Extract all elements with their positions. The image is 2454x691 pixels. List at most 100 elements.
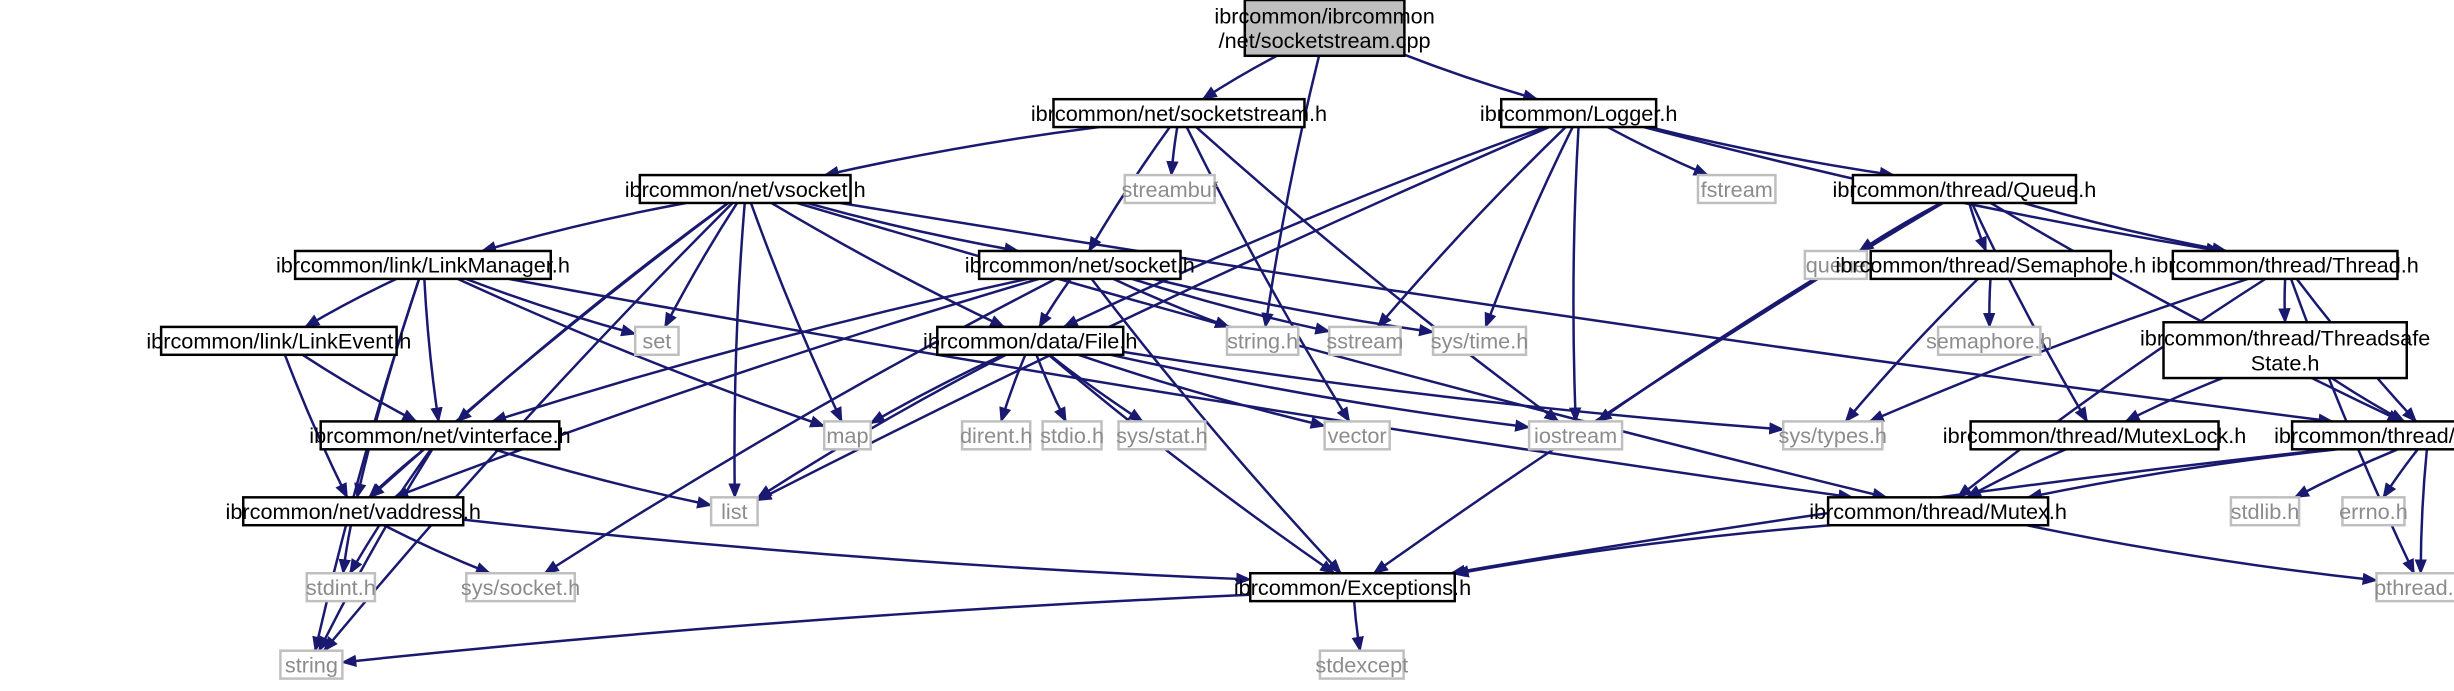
node-mutexlock-h[interactable]: ibrcommon/thread/MutexLock.h [1943,420,2247,451]
node-vinterface-h[interactable]: ibrcommon/net/vinterface.h [309,420,571,451]
node-linkevent-h[interactable]: ibrcommon/link/LinkEvent.h [146,325,411,357]
edge-exceptions_h-to-string [340,593,1251,668]
node-socket-h[interactable]: ibrcommon/net/socket.h [965,249,1195,281]
edge-vaddress_h-to-syssocket_h [383,524,492,575]
edge-linkevent_h-to-vinterface_h [301,353,418,423]
node-conditional-h[interactable]: ibrcommon/thread/Conditional.h [2274,420,2454,451]
node-label: ibrcommon/thread/Threadsafe [2140,326,2430,351]
edge-logger_h-to-file_h [1062,125,1546,329]
node-label: ibrcommon/thread/MutexLock.h [1943,423,2247,448]
node-thread-h[interactable]: ibrcommon/thread/Thread.h [2151,249,2419,281]
edge-line [806,201,1020,255]
node-socketstream-h[interactable]: ibrcommon/net/socketstream.h [1031,97,1327,129]
edge-line [2022,201,2228,255]
edge-line [1048,353,1144,423]
node-label: ibrcommon/Logger.h [1480,101,1678,126]
node-box [977,249,1182,281]
node-vaddress-h[interactable]: ibrcommon/net/vaddress.h [226,496,481,527]
node-box [1248,571,1456,603]
edge-vsocket_h-to-file_h [770,201,1006,329]
node-label: ibrcommon/Exceptions.h [1234,575,1471,600]
edge-line [423,278,443,423]
edge-socket_h-to-syssocket_h [543,277,1057,575]
edge-line [749,202,843,423]
node-label: sstream [1326,329,1403,354]
node-mutex-h[interactable]: ibrcommon/thread/Mutex.h [1809,496,2067,527]
node-label: ibrcommon/net/vaddress.h [226,499,481,524]
edge-line [1035,354,1067,423]
node-box [1696,173,1777,205]
edge-logger_h-to-queue_h [1649,125,1896,180]
node-logger-h[interactable]: ibrcommon/Logger.h [1480,97,1678,129]
node-dirent-h: dirent.h [960,420,1032,451]
edge-line [354,278,421,499]
edge-line [2278,278,2291,324]
node-queue-h[interactable]: ibrcommon/thread/Queue.h [1833,173,2097,205]
node-label: vector [1328,423,1387,448]
node-box [822,420,872,451]
edge-mutex_h-to-pthread_h [2026,523,2379,586]
node-box [1781,420,1884,451]
edge-line [1062,125,1546,329]
node-stdint-h: stdint.h [305,571,377,603]
edge-line [1038,278,1072,329]
edge-conditional_h-to-stdlib_h [2293,448,2399,499]
edge-line [1201,54,1278,101]
edge-mutex_h-to-exceptions_h [1453,523,1831,578]
node-label: ibrcommon/net/socket.h [965,253,1195,278]
edge-socketstream_h-to-vsocket_h [823,125,1100,179]
node-semaphore-h[interactable]: ibrcommon/thread/Semaphore.h [1835,249,2146,281]
edge-line [1965,448,2067,499]
node-box [1323,420,1391,451]
edge-line [1047,353,1336,575]
node-label: dirent.h [960,423,1032,448]
node-label: fstream [1701,177,1773,202]
edge-socket_h-to-vaddress_h [392,277,1040,499]
edge-socketstream_h-to-iostream [1195,126,1560,423]
edge-line [490,277,1028,424]
edge-linkmanager_h-to-set [465,277,637,337]
node-box [1527,420,1624,451]
edge-line [338,524,353,575]
edge-line [2414,449,2429,575]
node-linkmanager-h[interactable]: ibrcommon/link/LinkManager.h [276,249,570,281]
node-box [936,325,1125,357]
edge-root-to-logger_h [1403,53,1539,102]
node-box [1328,325,1402,357]
node-fstream: fstream [1696,173,1777,205]
edge-vsocket_h-to-vinterface_h [456,201,729,423]
node-box [293,249,552,281]
edge-file_h-to-iostream [1110,353,1531,432]
node-box [1499,97,1658,129]
edge-line [1844,277,1979,423]
edge-thread_h-to-threadsafe_h [2278,278,2291,324]
edge-vsocket_h-to-socket_h [806,201,1020,255]
node-label: list [721,499,748,524]
node-exceptions-h[interactable]: ibrcommon/Exceptions.h [1234,571,1471,603]
edge-line [318,448,434,653]
edge-line [340,593,1251,668]
edge-line [2331,377,2406,423]
node-file-h[interactable]: ibrcommon/data/File.h [923,325,1137,357]
node-syssocket-h: sys/socket.h [461,571,580,603]
edge-queue_h-to-semaphore_h [1968,202,1988,253]
node-semaphore-sys: semaphore.h [1926,325,2053,357]
edge-line [1956,277,2267,499]
edge-line [465,277,637,337]
edge-line [2124,376,2224,423]
node-label: streambuf [1121,177,1218,202]
node-box [1318,649,1405,680]
node-label: queue [1806,253,1866,278]
edge-queue_h-to-mutexlock_h [1970,202,2089,423]
node-vsocket-h[interactable]: ibrcommon/net/vsocket.h [625,173,866,205]
node-label: semaphore.h [1926,329,2053,354]
edge-line [1569,126,1582,423]
edge-threadsafe_h-to-mutexlock_h [2124,376,2224,423]
node-root[interactable]: ibrcommon/ibrcommon/net/socketstream.cpp [1214,0,1435,58]
edge-line [1185,126,1351,423]
edge-line [1110,353,1531,432]
edge-socketstream_h-to-vector [1185,126,1351,423]
node-errno-h: errno.h [2339,496,2408,527]
node-box [1225,325,1300,357]
